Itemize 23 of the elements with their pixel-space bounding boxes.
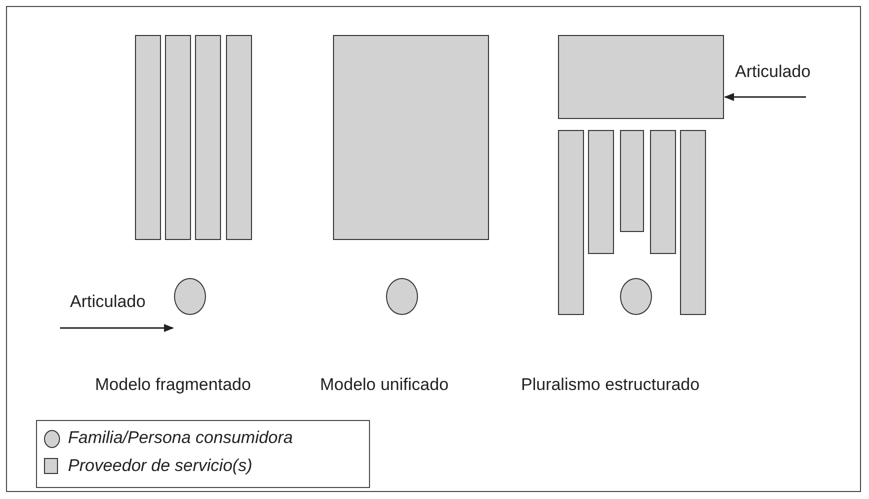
provider-bar — [165, 35, 191, 240]
provider-bar — [195, 35, 221, 240]
consumer-circle — [174, 278, 206, 315]
consumer-circle — [386, 278, 418, 315]
provider-box — [333, 35, 489, 240]
consumer-circle — [620, 278, 652, 315]
model-caption: Modelo unificado — [320, 375, 449, 395]
edge-label: Articulado — [70, 292, 146, 312]
provider-bar — [135, 35, 161, 240]
edge-label: Articulado — [735, 62, 811, 82]
provider-bar — [680, 130, 706, 315]
provider-bar — [558, 130, 584, 315]
legend-label: Proveedor de servicio(s) — [68, 456, 252, 476]
provider-bar — [588, 130, 614, 254]
legend-label: Familia/Persona consumidora — [68, 428, 293, 448]
arrow — [724, 93, 806, 101]
provider-box — [558, 35, 724, 119]
model-caption: Pluralismo estructurado — [521, 375, 700, 395]
provider-bar — [620, 130, 644, 232]
provider-bar — [650, 130, 676, 254]
model-caption: Modelo fragmentado — [95, 375, 251, 395]
provider-bar — [226, 35, 252, 240]
arrow — [60, 324, 174, 332]
